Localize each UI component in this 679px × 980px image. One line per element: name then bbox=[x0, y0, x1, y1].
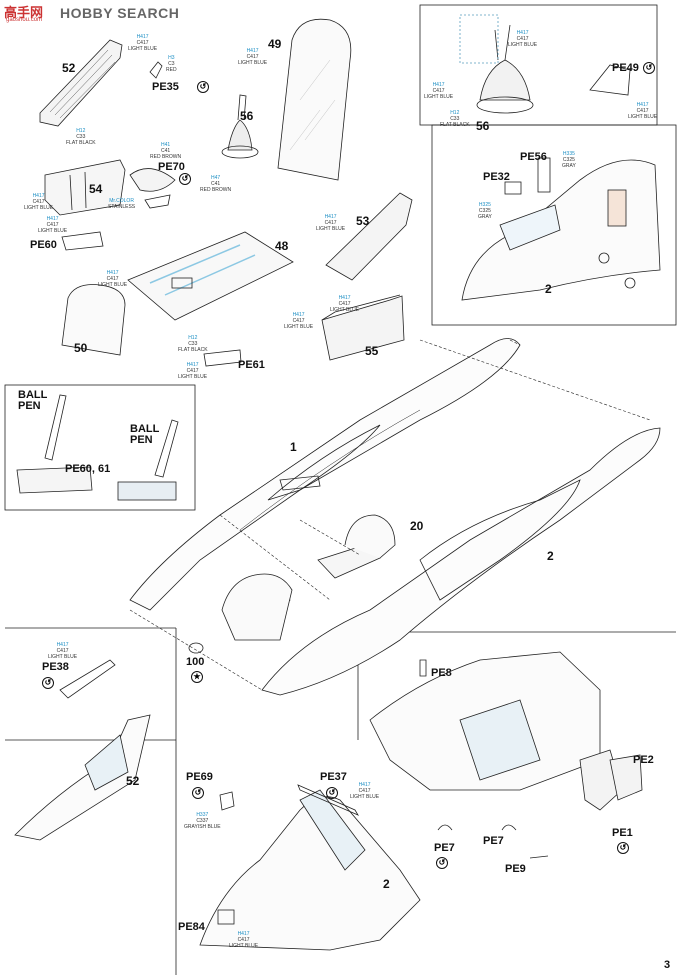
label-pe84: PE84 bbox=[178, 921, 205, 933]
fuselage-half-2 bbox=[261, 427, 661, 696]
label-part-48: 48 bbox=[275, 239, 289, 253]
label-pe60: PE60 bbox=[30, 239, 57, 251]
inset-box-ballpen bbox=[4, 384, 196, 511]
label-part-52-lower: 52 bbox=[126, 774, 140, 788]
label-pe7-a: PE7 bbox=[434, 842, 455, 854]
label-pe2: PE2 bbox=[633, 754, 654, 766]
label-pe69: PE69 bbox=[186, 771, 213, 783]
inset-box-nose bbox=[431, 124, 677, 326]
label-pe37: PE37 bbox=[320, 771, 347, 783]
label-ball-pen-2: BALL PEN bbox=[130, 423, 160, 446]
label-pe1: PE1 bbox=[612, 827, 633, 839]
label-pe56: PE56 bbox=[520, 151, 547, 163]
part-54-box bbox=[44, 159, 126, 216]
label-part-20: 20 bbox=[410, 519, 424, 533]
star-icon: ★ bbox=[191, 671, 203, 683]
part-56-stick bbox=[227, 119, 253, 151]
label-part-56-inset: 56 bbox=[476, 119, 490, 133]
label-part-100: 100 bbox=[186, 656, 205, 668]
page-number: 3 bbox=[664, 959, 671, 971]
label-pe70: PE70 bbox=[158, 161, 185, 173]
bend-icon: ↺ bbox=[179, 173, 191, 185]
label-pe61: PE61 bbox=[238, 359, 265, 371]
bend-icon: ↺ bbox=[436, 857, 448, 869]
part-55-console bbox=[321, 295, 405, 361]
label-pe8: PE8 bbox=[431, 667, 452, 679]
label-pe60-61: PE60, 61 bbox=[65, 463, 111, 475]
bend-icon: ↺ bbox=[192, 787, 204, 799]
label-pe49: PE49 bbox=[612, 62, 639, 74]
part-50-seatback bbox=[61, 284, 126, 356]
label-pe32: PE32 bbox=[483, 171, 510, 183]
label-pe38: PE38 bbox=[42, 661, 69, 673]
label-pe9: PE9 bbox=[505, 863, 526, 875]
label-pe7-b: PE7 bbox=[483, 835, 504, 847]
part-48-floor bbox=[127, 231, 294, 321]
label-part-53: 53 bbox=[356, 214, 370, 228]
bend-icon: ↺ bbox=[197, 81, 209, 93]
label-part-2-inset: 2 bbox=[545, 282, 552, 296]
part-49-bulkhead bbox=[277, 18, 352, 181]
label-part-50: 50 bbox=[74, 341, 88, 355]
label-part-2-lower: 2 bbox=[383, 877, 390, 891]
label-part-56: 56 bbox=[240, 109, 254, 123]
watermark-logo: 高手网 bbox=[4, 5, 44, 20]
bend-icon: ↺ bbox=[42, 677, 54, 689]
label-part-55: 55 bbox=[365, 344, 379, 358]
part-pe2-panel bbox=[609, 754, 643, 801]
label-pe35: PE35 bbox=[152, 81, 179, 93]
bend-icon: ↺ bbox=[643, 62, 655, 74]
bend-icon: ↺ bbox=[326, 787, 338, 799]
label-part-54: 54 bbox=[89, 182, 103, 196]
label-part-52: 52 bbox=[62, 61, 76, 75]
watermark-site: HOBBY SEARCH bbox=[60, 5, 180, 21]
label-part-1: 1 bbox=[290, 440, 297, 454]
part-53-panel bbox=[325, 192, 413, 281]
label-part-2: 2 bbox=[547, 549, 554, 563]
label-part-49: 49 bbox=[268, 37, 282, 51]
label-ball-pen-1: BALL PEN bbox=[18, 389, 48, 412]
watermark-url: gaoshou.com bbox=[6, 17, 43, 23]
bend-icon: ↺ bbox=[617, 842, 629, 854]
part-52-panel bbox=[39, 39, 123, 127]
watermark: 高手网 HOBBY SEARCH gaoshou.com bbox=[0, 0, 180, 24]
